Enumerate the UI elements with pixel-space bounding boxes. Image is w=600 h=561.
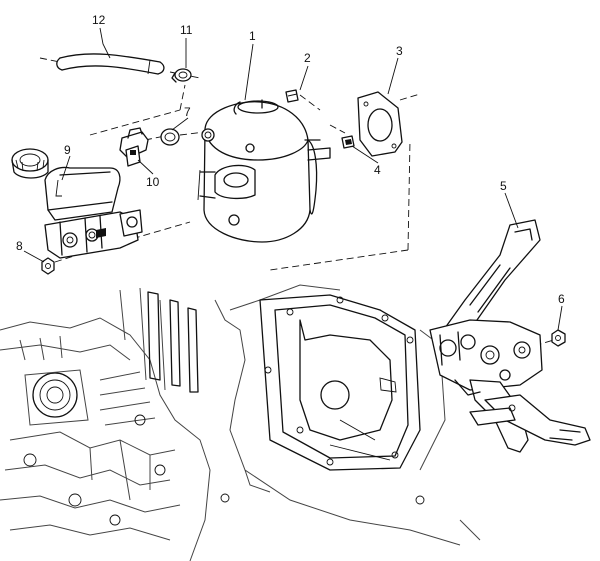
master-cylinder bbox=[11, 148, 143, 259]
callout-3: 3 bbox=[396, 44, 403, 58]
callout-8: 8 bbox=[16, 239, 23, 253]
callout-12: 12 bbox=[92, 13, 106, 27]
master-cylinder-nut bbox=[41, 257, 55, 275]
grommet-part bbox=[171, 68, 192, 83]
booster-gasket bbox=[357, 91, 403, 157]
callout-5: 5 bbox=[500, 179, 507, 193]
vacuum-hose bbox=[56, 53, 165, 75]
callout-9: 9 bbox=[64, 143, 71, 157]
retainer-clip bbox=[341, 135, 355, 149]
brake-pedal-assembly bbox=[429, 219, 591, 453]
pedal-nut bbox=[551, 329, 566, 347]
callout-6: 6 bbox=[558, 292, 565, 306]
callout-labels: 12 11 1 2 3 7 9 4 10 5 8 6 bbox=[16, 13, 565, 306]
callout-4: 4 bbox=[374, 163, 381, 177]
booster-stud bbox=[285, 89, 299, 103]
seal-ring bbox=[160, 128, 180, 146]
vacuum-sensor bbox=[119, 127, 149, 167]
callout-11: 11 bbox=[180, 23, 193, 37]
engine-block-background bbox=[0, 317, 211, 561]
brake-booster bbox=[197, 99, 331, 243]
callout-7: 7 bbox=[184, 105, 191, 119]
callout-2: 2 bbox=[304, 51, 311, 65]
callout-10: 10 bbox=[146, 175, 160, 189]
callout-leaders bbox=[23, 27, 563, 331]
callout-1: 1 bbox=[249, 29, 256, 43]
